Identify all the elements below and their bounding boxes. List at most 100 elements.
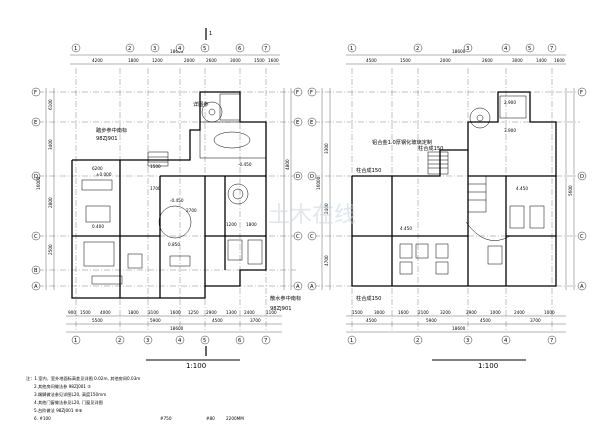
axis-bubble: A [580,284,584,290]
left-top-dim: 1600 [268,58,279,63]
axis-bubble: C [580,234,584,240]
right-top-dim: 3000 [512,58,523,63]
left-plan-scale: 1:100 [186,362,206,370]
left-floor-plan: 18600 4200 1800 1200 2000 2600 3000 1500… [31,28,303,370]
axis-bubble: A [296,284,300,290]
right-side-dim: 4800 [285,159,290,170]
bottom-overall-dim: 18600 [170,326,184,331]
right-floor-plan: 18600 4500 1500 2000 2600 3000 1400 1600… [307,43,587,370]
inner-dim: 1700 [150,186,161,191]
column-label: 柱合成150 [356,294,381,302]
left-top-dim: 1800 [128,58,139,63]
right-top-dim: 2000 [440,58,451,63]
axis-bubble: F [310,90,313,96]
axis-bubble: 3 [466,46,469,52]
level-mark: -0.450 [170,198,184,203]
left-top-overall-dim: 18600 [170,49,184,54]
level-mark: 4.450 [400,226,412,231]
left-side-dim: 2500 [48,244,53,255]
left-top-dim: 1200 [152,58,163,63]
bottom-dim: 3100 [148,310,159,315]
level-mark: ±0.000 [96,172,112,177]
bottom-dim-2: 3700 [250,318,261,323]
left-top-dim: 3000 [230,58,241,63]
bottom-dim-2: 5900 [150,318,161,323]
entry-step-label: 踏步参中南标 [96,126,127,134]
watermark: 土木在线 [268,203,356,228]
axis-bubble: 4 [504,46,508,52]
bottom-dim: 3200 [440,310,451,315]
right-side-overall-dim: 16000 [316,176,321,190]
column-label: 柱合成150 [356,166,381,174]
bottom-dim: 1250 [188,310,199,315]
right-top-dim: 1600 [554,58,565,63]
inner-dim: 2700 [186,208,197,213]
axis-bubble: 2 [416,338,419,344]
right-top-dim: 1400 [536,58,547,63]
bottom-dim: 1000 [544,310,555,315]
bottom-dim: 2400 [514,310,525,315]
axis-bubble: E [296,120,299,126]
axis-bubble: 7 [264,338,267,344]
apron-label: 散水参中南标 [270,294,301,302]
left-side-dim: 3400 [48,139,53,150]
note-line: 注：1.室内、室外地面标高差见详图 0.02m, 其他房间0.03m [26,375,140,382]
axis-bubble: E [310,120,313,126]
bottom-dim: 1100 [266,310,277,315]
footer-mark: 2200MM [226,416,244,421]
axis-bubble: D [310,174,314,180]
bottom-dim: 2100 [418,310,429,315]
left-top-dim: 2000 [184,58,195,63]
axis-bubble: 1 [74,46,77,52]
bottom-dim: 1500 [352,310,363,315]
level-mark: 0.850 [168,242,180,247]
bottom-dim: 2900 [206,310,217,315]
axis-bubble: D [296,174,300,180]
axis-bubble: B [34,268,38,274]
bottom-dim: 1000 [490,310,501,315]
right-side-dim: 3300 [324,143,329,154]
axis-bubble: 5 [203,338,206,344]
bottom-dim-2: 5500 [92,318,103,323]
balcony-glass-label: 铝合金1.0厚钢化玻璃定制 [372,138,432,146]
level-mark: 3.900 [504,128,516,133]
level-mark: 0.400 [92,224,104,229]
axis-bubble: 5 [203,46,206,52]
axis-bubble: 2 [128,46,131,52]
axis-bubble: 7 [550,338,553,344]
notes-block: 注：1.室内、室外地面标高差见详图 0.02m, 其他房间0.03m 2.其他房… [26,375,244,421]
axis-bubble: 1 [350,338,353,344]
axis-bubble: E [34,120,37,126]
axis-bubble: D [34,174,38,180]
axis-bubble: F [580,90,583,96]
inner-dim: 1200 [226,222,237,227]
axis-bubble: 6 [238,46,241,52]
bottom-dim: 4000 [100,310,111,315]
axis-bubble: 3 [153,46,156,52]
note-line: 6. #100 [34,416,51,421]
axis-bubble: 4 [504,338,508,344]
bottom-dim-2: 4500 [480,318,491,323]
axis-bubble: D [580,174,584,180]
axis-bubble: 1 [350,46,353,52]
level-mark: -0.450 [238,162,252,167]
bottom-dim: 1300 [226,310,237,315]
bottom-dim: 3000 [374,310,385,315]
axis-bubble: 2 [416,46,419,52]
axis-bubble: C [310,234,314,240]
level-mark: 2.900 [504,100,516,105]
note-line: 2.其他房间做法参 98ZJ001 ② [34,383,91,390]
note-line: 4.其他门窗做法参见L20, 门窗见详图 [34,399,103,406]
entry-step-ref: 98ZJ901 [96,136,118,142]
axis-bubble: C [296,234,300,240]
bottom-dim: 1500 [80,310,91,315]
section-mark: 1 [209,31,212,37]
axis-bubble: 3 [466,338,469,344]
left-top-dim: 1500 [254,58,265,63]
axis-bubble: F [296,90,299,96]
right-top-dim: 4500 [366,58,377,63]
level-mark: 4.450 [516,186,528,191]
axis-bubble: C [34,234,38,240]
